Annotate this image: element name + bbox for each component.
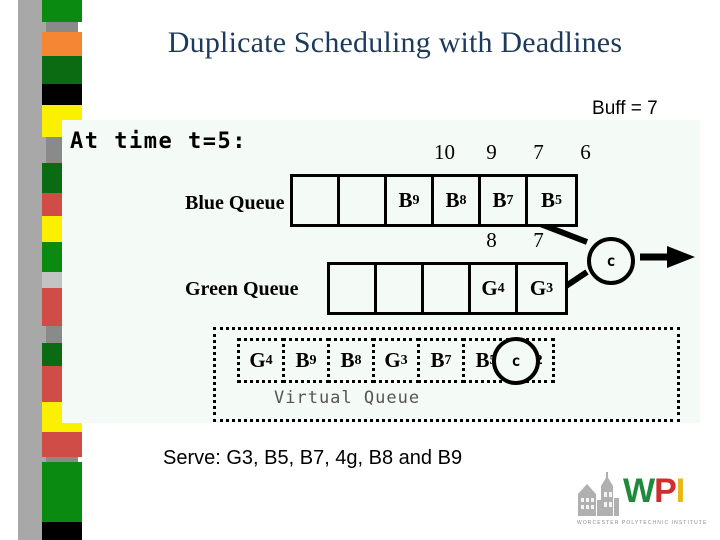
queue-cell-empty: [293, 177, 340, 224]
deadline-number: 7: [533, 140, 544, 164]
block-orange: [42, 32, 82, 57]
deadline-number: 6: [580, 140, 591, 164]
page-title: Duplicate Scheduling with Deadlines: [167, 26, 623, 59]
wpi-building-icon: [578, 472, 619, 516]
wpi-letter-i: I: [675, 472, 686, 510]
deadline-number: 8: [486, 228, 497, 252]
blue-queue-deadlines: 10 9 7 6: [421, 140, 609, 165]
serve-order-text: Serve: G3, B5, B7, 4g, B8 and B9: [163, 447, 463, 469]
block-green-6: [42, 462, 82, 524]
queue-cell-empty: [330, 265, 377, 312]
server-node-virtual: c: [492, 337, 540, 385]
block-black-1: [42, 84, 82, 106]
wpi-letter-p: P: [654, 472, 677, 510]
queue-cell-empty: [340, 177, 387, 224]
wpi-logo: WPI WORCESTER POLYTECHNIC INSTITUTE: [575, 470, 706, 532]
block-green-1: [42, 0, 82, 22]
blue-queue-label: Blue Queue: [185, 192, 285, 214]
queue-cell-empty: [424, 265, 471, 312]
buff-label: Buff = 7: [592, 98, 658, 119]
wpi-subtitle: WORCESTER POLYTECHNIC INSTITUTE: [577, 520, 708, 526]
deadline-number: 9: [486, 140, 497, 164]
time-label: At time t=5:: [70, 129, 247, 154]
deadline-number: 10: [434, 140, 455, 164]
wpi-letters: WPI: [623, 472, 686, 510]
virtual-queue-caption: Virtual Queue: [274, 388, 421, 408]
queue-cell-empty: [377, 265, 424, 312]
block-green-2: [42, 56, 82, 84]
deadline-number: 7: [533, 228, 544, 252]
block-red-4: [42, 432, 82, 457]
block-black-2: [42, 522, 82, 540]
wpi-letter-w: W: [623, 472, 655, 510]
server-node-top: c: [587, 237, 635, 285]
virtual-queue-container: G4B9B8G3B7B5G2 Virtual Queue: [213, 327, 680, 422]
green-queue-label: Green Queue: [185, 278, 299, 300]
